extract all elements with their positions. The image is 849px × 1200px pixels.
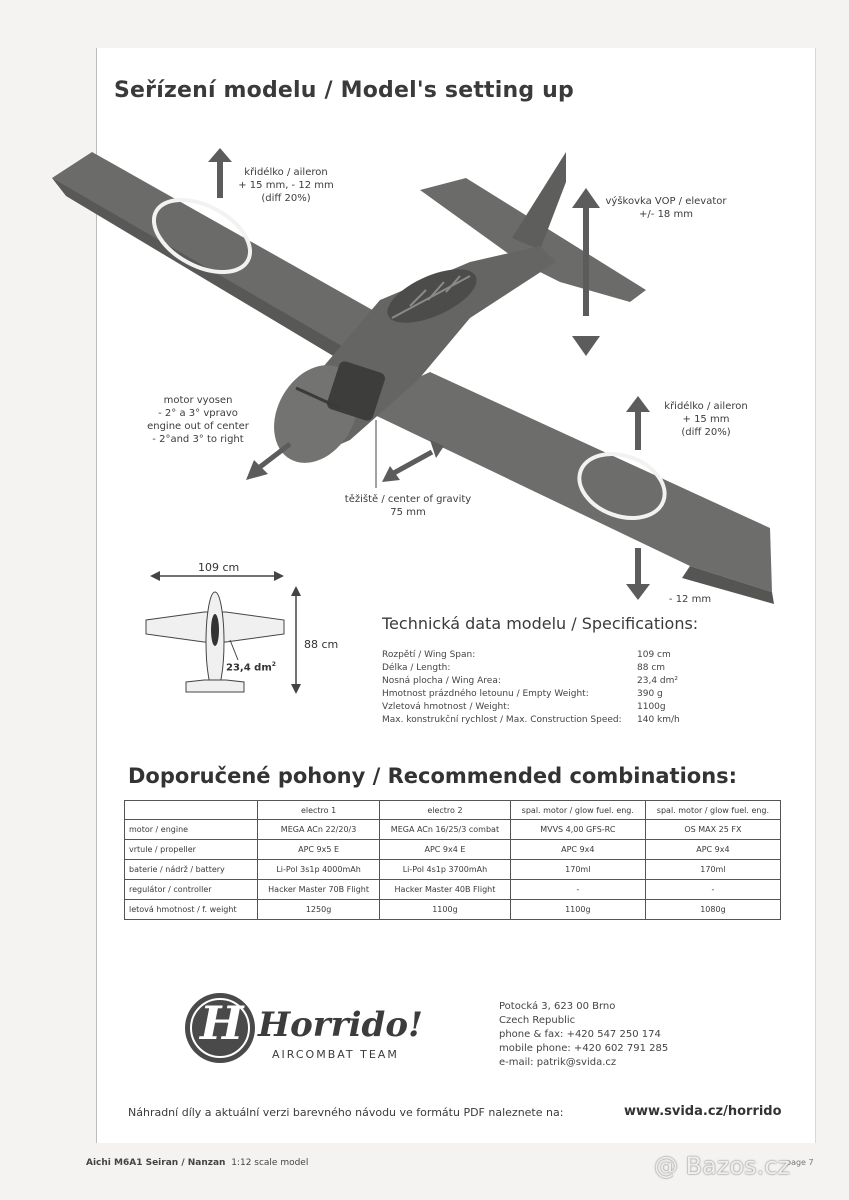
table-header-row: electro 1 electro 2 spal. motor / glow f…	[124, 800, 782, 820]
logo-mark: H	[200, 996, 244, 1050]
right-wing	[356, 372, 772, 592]
spec-label: Rozpětí / Wing Span:	[382, 650, 476, 660]
horrido-logo-icon	[185, 993, 255, 1063]
table-header: spal. motor / glow fuel. eng.	[509, 800, 646, 820]
table-header: electro 2	[379, 800, 511, 820]
spec-label: Vzletová hmotnost / Weight:	[382, 702, 510, 712]
cog-arrow	[382, 440, 444, 482]
contact-phone: phone & fax: +420 547 250 174	[499, 1029, 661, 1040]
table-row: regulátor / controller Hacker Master 70B…	[124, 879, 782, 900]
table-cell: 1100g	[379, 899, 511, 920]
footer-note: Náhradní díly a aktuální verzi barevného…	[128, 1106, 564, 1119]
aileron-right-arrow	[626, 396, 650, 600]
table-cell: vrtule / propeller	[124, 839, 258, 860]
table-row: vrtule / propeller APC 9x5 E APC 9x4 E A…	[124, 839, 782, 860]
spec-value: 390 g	[637, 689, 663, 699]
elevator-arrow	[572, 188, 600, 356]
table-row: motor / engine MEGA ACn 22/20/3 MEGA ACn…	[124, 819, 782, 840]
table-cell: MEGA ACn 22/20/3	[256, 819, 381, 840]
table-header	[124, 800, 258, 820]
table-cell: 1250g	[256, 899, 381, 920]
page-title: Seřízení modelu / Model's setting up	[114, 78, 574, 103]
table-cell: OS MAX 25 FX	[644, 819, 782, 840]
right-wing-roundel	[577, 452, 667, 520]
table-cell: APC 9x4	[509, 839, 646, 860]
table-cell: APC 9x4 E	[379, 839, 511, 860]
table-cell: MEGA ACn 16/25/3 combat	[379, 819, 511, 840]
engine	[327, 361, 385, 421]
contact-mobile: mobile phone: +420 602 791 285	[499, 1043, 669, 1054]
table-cell: -	[509, 879, 646, 900]
table-cell: motor / engine	[124, 819, 258, 840]
motor-label: motor vyosen - 2° a 3° vpravo engine out…	[147, 395, 249, 445]
contact-country: Czech Republic	[499, 1015, 576, 1026]
aileron-right-label: křidélko / aileron + 15 mm (diff 20%)	[664, 401, 748, 438]
table-row: baterie / nádrž / battery Li-Pol 3s1p 40…	[124, 859, 782, 880]
model-caption: Aichi M6A1 Seiran / Nanzan 1:12 scale mo…	[86, 1158, 309, 1168]
table-cell: Hacker Master 40B Flight	[379, 879, 511, 900]
footer-url[interactable]: www.svida.cz/horrido	[624, 1104, 782, 1119]
logo-tagline: AIRCOMBAT TEAM	[272, 1048, 399, 1061]
left-wing	[52, 152, 408, 372]
table-cell: MVVS 4,00 GFS-RC	[509, 819, 646, 840]
table-header: spal. motor / glow fuel. eng.	[644, 800, 782, 820]
vertical-fin	[512, 152, 566, 250]
table-cell: 1080g	[644, 899, 782, 920]
table-cell: 170ml	[644, 859, 782, 880]
left-wing-edge	[52, 178, 366, 372]
logo-name: Horrido!	[258, 1005, 423, 1045]
cog-label: těžiště / center of gravity 75 mm	[344, 494, 472, 518]
aileron-left-label: křidélko / aileron + 15 mm, - 12 mm (dif…	[238, 167, 334, 204]
contact-email: e-mail: patrik@svida.cz	[499, 1057, 617, 1068]
span-dim-label: 109 cm	[198, 561, 240, 574]
table-cell: 1100g	[509, 899, 646, 920]
table-cell: letová hmotnost / f. weight	[124, 899, 258, 920]
elevator-label: výškovka VOP / elevator +/- 18 mm	[605, 196, 727, 220]
table-cell: 170ml	[509, 859, 646, 880]
combinations-title: Doporučené pohony / Recommended combinat…	[128, 764, 738, 788]
table-cell: -	[644, 879, 782, 900]
length-dim-label: 88 cm	[304, 638, 339, 651]
table-cell: APC 9x5 E	[256, 839, 381, 860]
table-cell: baterie / nádrž / battery	[124, 859, 258, 880]
table-header: electro 1	[256, 800, 381, 820]
table-cell: Li-Pol 4s1p 3700mAh	[379, 859, 511, 880]
spec-value: 140 km/h	[637, 715, 680, 725]
combinations-table: electro 1 electro 2 spal. motor / glow f…	[124, 800, 782, 920]
table-row: letová hmotnost / f. weight 1250g 1100g …	[124, 899, 782, 920]
spec-value: 1100g	[637, 702, 666, 712]
spec-label: Max. konstrukční rychlost / Max. Constru…	[382, 715, 622, 725]
spec-value: 88 cm	[637, 663, 666, 673]
aileron-left-arrow	[208, 148, 232, 198]
table-cell: Li-Pol 3s1p 4000mAh	[256, 859, 381, 880]
left-wing-roundel	[151, 197, 253, 275]
table-cell: Hacker Master 70B Flight	[256, 879, 381, 900]
spec-value: 109 cm	[637, 650, 671, 660]
motor-thrust-arrow	[246, 442, 292, 480]
right-wing-edge	[682, 566, 774, 604]
table-cell: APC 9x4	[644, 839, 782, 860]
aileron-right-down-label: - 12 mm	[668, 594, 712, 605]
specs-title: Technická data modelu / Specifications:	[382, 614, 699, 633]
watermark: @ Bazos.cz	[654, 1152, 791, 1180]
contact-block: Potocká 3, 623 00 Brno Czech Republic ph…	[499, 1000, 668, 1070]
area-dim-label: 23,4 dm2	[226, 661, 276, 674]
spec-label: Délka / Length:	[382, 663, 451, 673]
top-view-tail	[185, 679, 245, 693]
table-cell: regulátor / controller	[124, 879, 258, 900]
spec-value: 23,4 dm²	[637, 676, 678, 686]
page-number: page 7	[786, 1158, 814, 1167]
contact-address: Potocká 3, 623 00 Brno	[499, 1001, 616, 1012]
spec-label: Hmotnost prázdného letounu / Empty Weigh…	[382, 689, 589, 699]
propeller-shaft	[295, 386, 341, 410]
spec-label: Nosná plocha / Wing Area:	[382, 676, 501, 686]
canopy-frame	[391, 275, 471, 319]
